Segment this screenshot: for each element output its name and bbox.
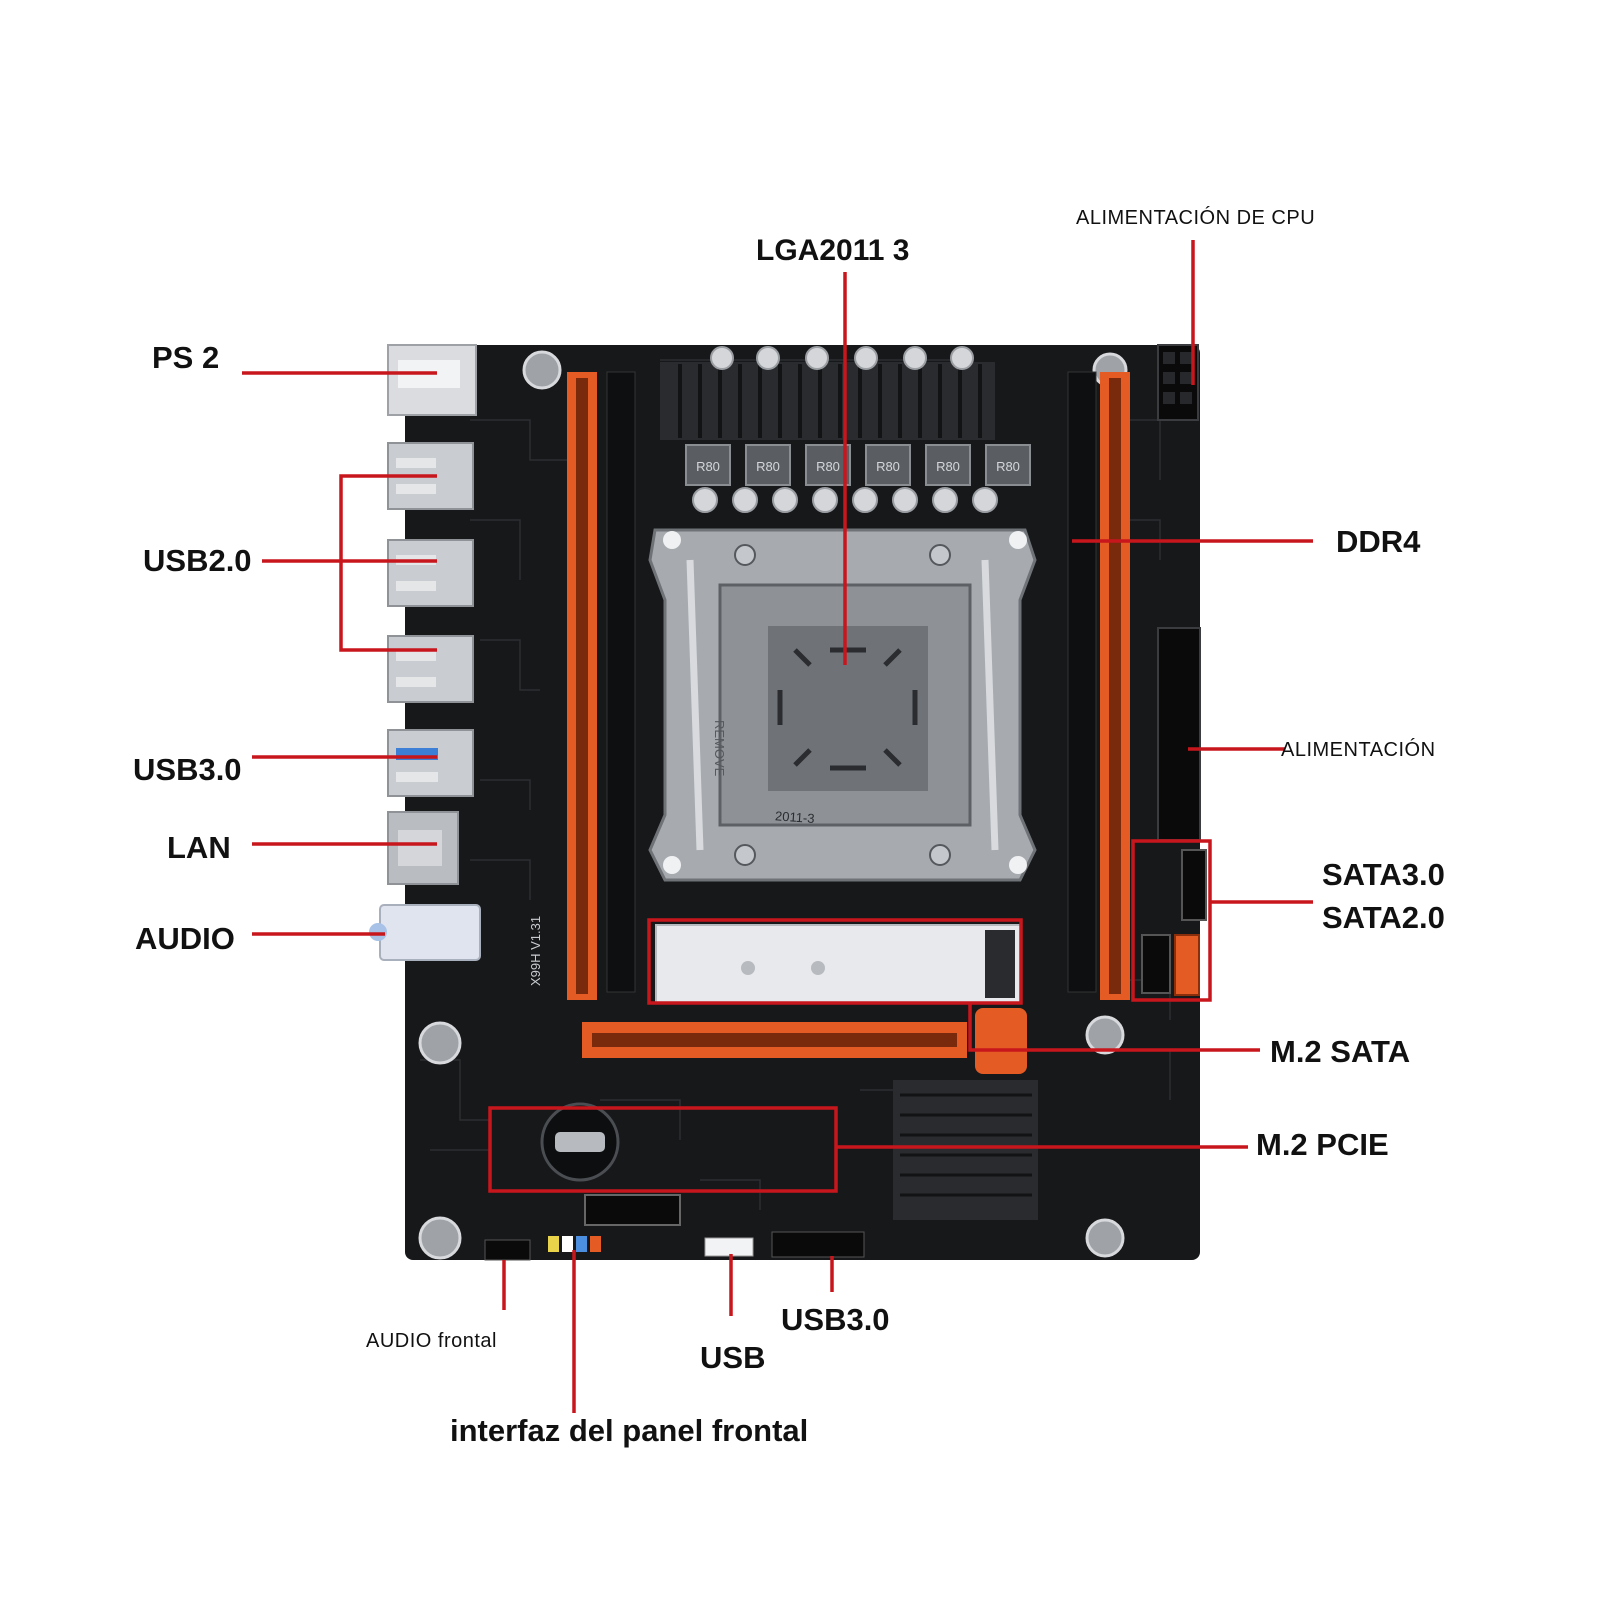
leader-lines [242,240,1313,1413]
m2-pcie-slot [584,1194,681,1226]
chipset-heatsink [893,1080,1038,1220]
label-usb20: USB2.0 [143,543,252,578]
label-usb30-rear: USB3.0 [133,752,242,787]
vrm-choke [805,444,851,486]
mounting-holes [418,350,1128,1260]
label-m2-sata: M.2 SATA [1270,1034,1411,1069]
usb20-port [387,635,474,703]
label-power: ALIMENTACIÓN [1281,739,1436,761]
capacitor [854,346,878,370]
power-connectors [1157,344,1201,841]
usb30-port [387,729,474,797]
label-m2-pcie: M.2 PCIE [1256,1127,1389,1162]
leader-usb20 [262,474,437,652]
vrm-choke-label: R80 [936,459,960,474]
leader-m2-sata [968,1003,1260,1052]
label-lan: LAN [167,830,231,865]
usb30-front-header [771,1231,865,1258]
highlight-m2-sata [647,918,1023,1005]
sata-port [1181,849,1207,921]
label-sata30: SATA3.0 [1322,857,1445,892]
usb20-ports [387,442,474,703]
pcie-latch [975,1008,1027,1074]
m2-card [655,924,1022,1004]
mount-hole [1085,1015,1125,1055]
vrm-choke [925,444,971,486]
label-front-panel: interfaz del panel frontal [450,1413,809,1448]
capacitor [903,346,927,370]
motherboard: R80 R80 R80 R80 R80 R80 [369,344,1207,1261]
vrm-chokes: R80 R80 R80 R80 R80 R80 [685,444,1031,486]
vrm-heatsink [660,362,995,440]
usb-front-header [704,1237,754,1257]
highlight-sata [1131,839,1212,1002]
mount-hole [1085,1218,1125,1258]
label-ps2: PS 2 [152,340,220,375]
front-panel-header [548,1236,601,1252]
socket-marking: 2011-3 [775,808,815,826]
ddr4-slot [1067,371,1097,993]
ddr4-slot [606,371,636,993]
label-lga: LGA2011 3 [756,234,910,267]
capacitor [950,346,974,370]
capacitor [756,346,780,370]
vrm-choke-label: R80 [816,459,840,474]
audio-port [379,904,481,961]
rear-io [369,344,481,961]
retention-lever [686,559,704,851]
vrm-choke [985,444,1031,486]
vrm-choke-label: R80 [996,459,1020,474]
mount-hole [418,1021,462,1065]
sata-port [1174,934,1200,996]
audio-front-header [484,1239,531,1261]
label-audio-front: AUDIO frontal [366,1330,497,1352]
usb20-port [387,539,474,607]
label-cpu-power: ALIMENTACIÓN DE CPU [1076,207,1316,229]
label-sata: SATA3.0 SATA2.0 [1322,853,1445,939]
vrm-choke-label: R80 [876,459,900,474]
sata-port [1141,934,1171,994]
label-usb30-front: USB3.0 [781,1302,890,1337]
capacitor [710,346,734,370]
vrm-choke-label: R80 [756,459,780,474]
ddr4-slots [567,371,1130,1000]
label-ddr4: DDR4 [1336,524,1421,559]
cpu-socket: 2011-3 REMOVE [648,528,1037,882]
socket-remove-text: REMOVE [712,720,727,777]
capacitor [805,346,829,370]
vrm-area: R80 R80 R80 R80 R80 R80 [660,346,1031,513]
retention-lever [981,559,999,851]
label-sata20: SATA2.0 [1322,900,1445,935]
mount-hole [418,1216,462,1260]
label-usb-front: USB [700,1340,766,1375]
board-model: X99H V1.31 [528,916,543,986]
vrm-choke-label: R80 [696,459,720,474]
highlight-m2-pcie [488,1106,838,1193]
label-audio: AUDIO [135,921,235,956]
vrm-choke [865,444,911,486]
atx-power-connector [1157,627,1201,841]
sata-connectors [1141,849,1207,996]
vrm-choke [685,444,731,486]
vrm-choke [745,444,791,486]
mount-hole [522,350,562,390]
